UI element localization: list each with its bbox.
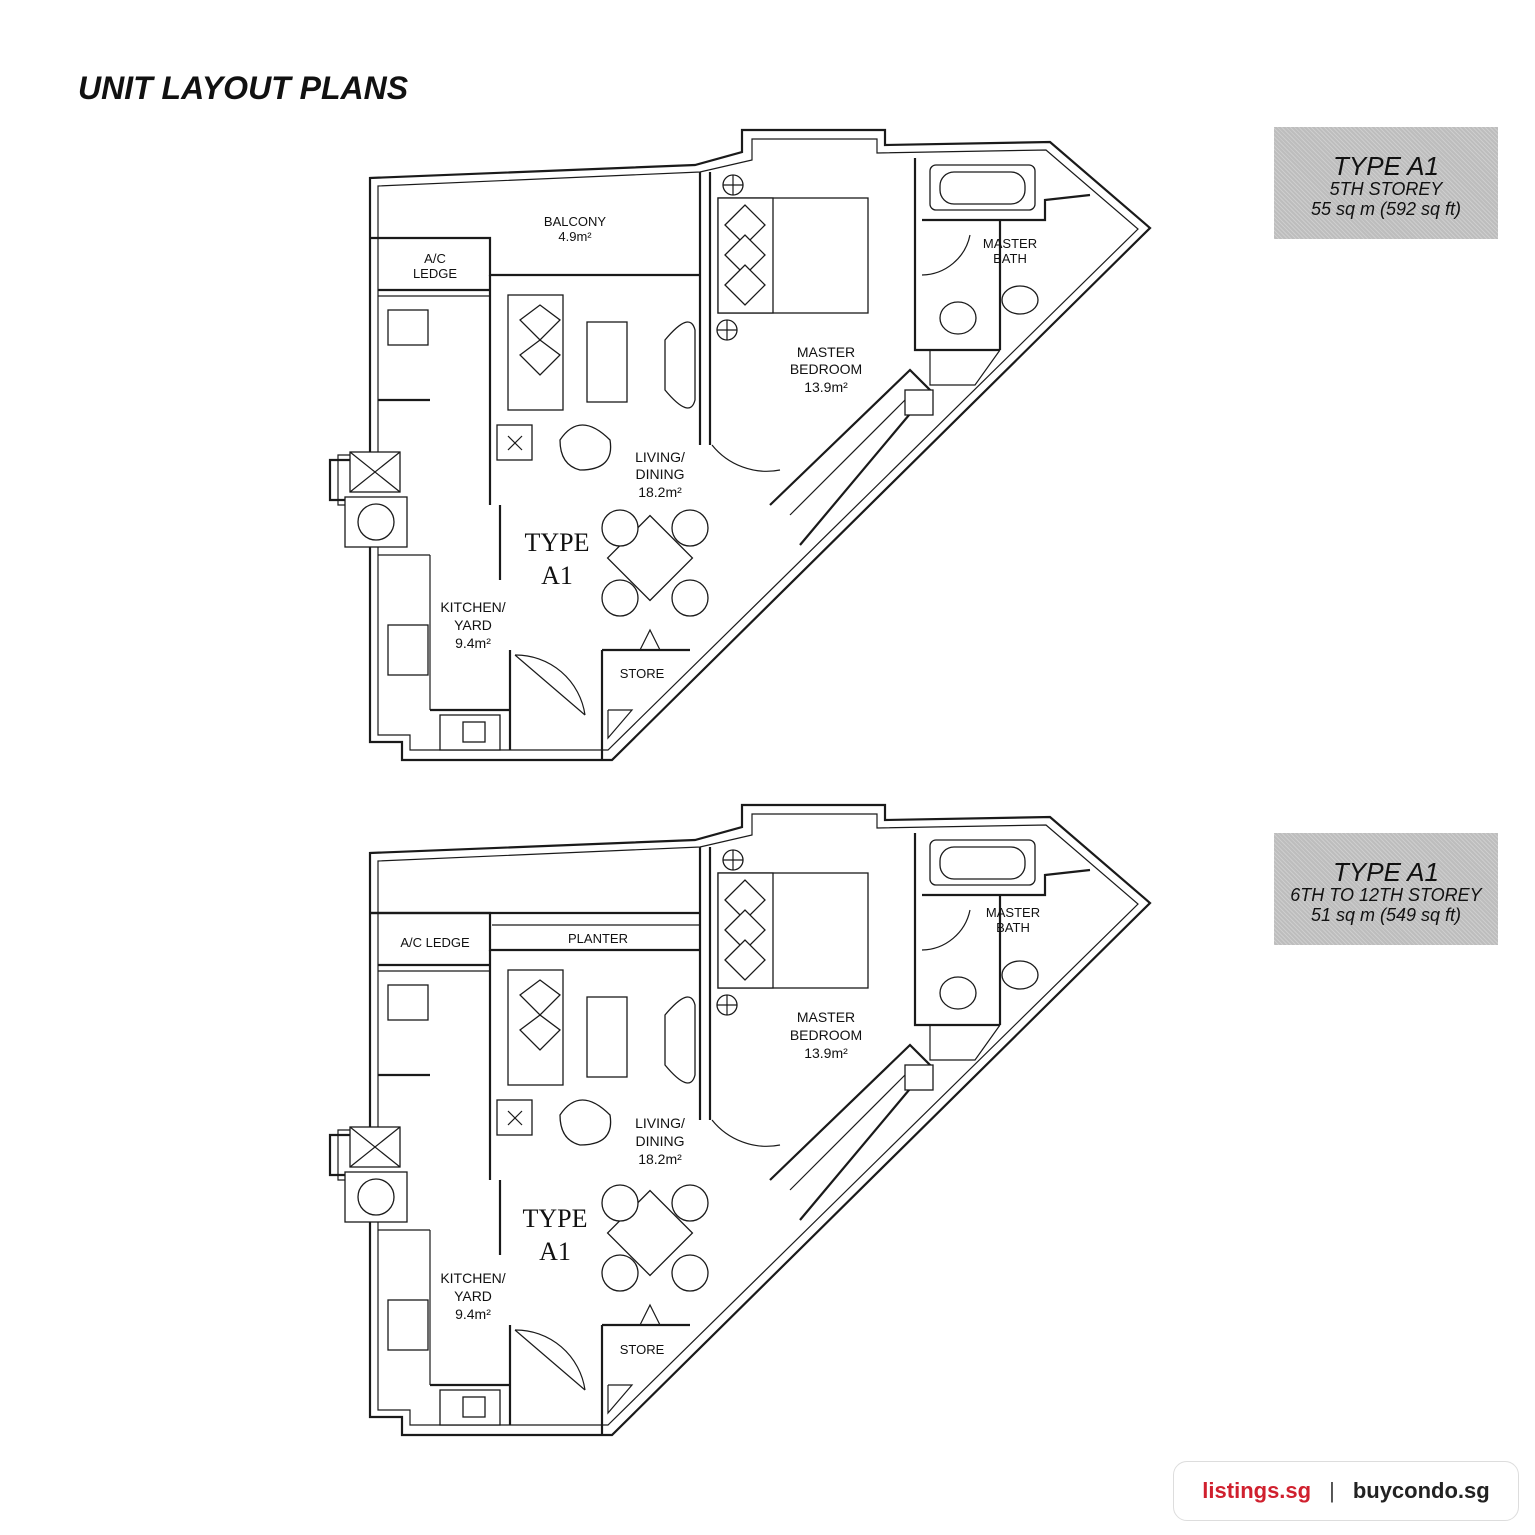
room-label-kitchen: KITCHEN/: [440, 1270, 505, 1286]
room-label-master-bath: MASTER: [983, 236, 1037, 251]
plan-5th-storey: BALCONY 4.9m² A/C LEDGE MASTER BATH MAST…: [328, 128, 1152, 762]
room-label-balcony: BALCONY: [544, 214, 606, 229]
type-area: 51 sq m (549 sq ft): [1310, 905, 1462, 925]
room-label-master-bath: MASTER: [986, 905, 1040, 920]
room-label-master-bedroom-2: BEDROOM: [790, 1027, 862, 1043]
room-area-master-bedroom: 13.9m²: [804, 379, 848, 395]
room-label-master-bath-2: BATH: [996, 920, 1030, 935]
type-info-box-5th: TYPE A1 5TH STOREY 55 sq m (592 sq ft): [1274, 127, 1498, 239]
type-mark-line1: TYPE: [525, 528, 590, 557]
type-title: TYPE A1: [1333, 151, 1439, 181]
brand-separator: |: [1329, 1478, 1335, 1503]
page-title: UNIT LAYOUT PLANS: [78, 70, 409, 106]
plan-6th-to-12th-storey: A/C LEDGE PLANTER MASTER BATH MASTER BED…: [328, 803, 1152, 1437]
room-area-kitchen: 9.4m²: [455, 1306, 491, 1322]
room-label-living-2: DINING: [636, 1133, 685, 1149]
room-label-kitchen: KITCHEN/: [440, 599, 505, 615]
type-mark-line1: TYPE: [523, 1204, 588, 1233]
room-label-store: STORE: [620, 1342, 665, 1357]
room-label-planter: PLANTER: [568, 931, 628, 946]
room-label-master-bedroom: MASTER: [797, 344, 855, 360]
footer-brand: listings.sg | buycondo.sg: [1173, 1461, 1519, 1521]
type-area: 55 sq m (592 sq ft): [1310, 199, 1462, 219]
room-label-ac-ledge: A/C: [424, 251, 446, 266]
room-label-kitchen-2: YARD: [454, 1288, 492, 1304]
room-area-living: 18.2m²: [638, 1151, 682, 1167]
room-label-living: LIVING/: [635, 1115, 685, 1131]
room-label-master-bedroom: MASTER: [797, 1009, 855, 1025]
room-area-balcony: 4.9m²: [558, 229, 592, 244]
room-label-store: STORE: [620, 666, 665, 681]
room-label-living-2: DINING: [636, 466, 685, 482]
room-label-living: LIVING/: [635, 449, 685, 465]
room-area-master-bedroom: 13.9m²: [804, 1045, 848, 1061]
room-label-kitchen-2: YARD: [454, 617, 492, 633]
type-mark-line2: A1: [541, 561, 573, 590]
room-label-master-bedroom-2: BEDROOM: [790, 361, 862, 377]
room-label-master-bath-2: BATH: [993, 251, 1027, 266]
brand-listings-link[interactable]: listings.sg: [1202, 1478, 1312, 1503]
room-area-kitchen: 9.4m²: [455, 635, 491, 651]
type-storey: 6TH TO 12TH STOREY: [1290, 885, 1482, 905]
room-label-ac-ledge-2: LEDGE: [413, 266, 457, 281]
room-area-living: 18.2m²: [638, 484, 682, 500]
type-info-box-6th-12th: TYPE A1 6TH TO 12TH STOREY 51 sq m (549 …: [1274, 833, 1498, 945]
type-title: TYPE A1: [1333, 857, 1439, 887]
room-label-ac-ledge: A/C LEDGE: [400, 935, 470, 950]
type-storey: 5TH STOREY: [1329, 179, 1443, 199]
type-mark-line2: A1: [539, 1237, 571, 1266]
brand-buycondo-link[interactable]: buycondo.sg: [1352, 1478, 1490, 1503]
